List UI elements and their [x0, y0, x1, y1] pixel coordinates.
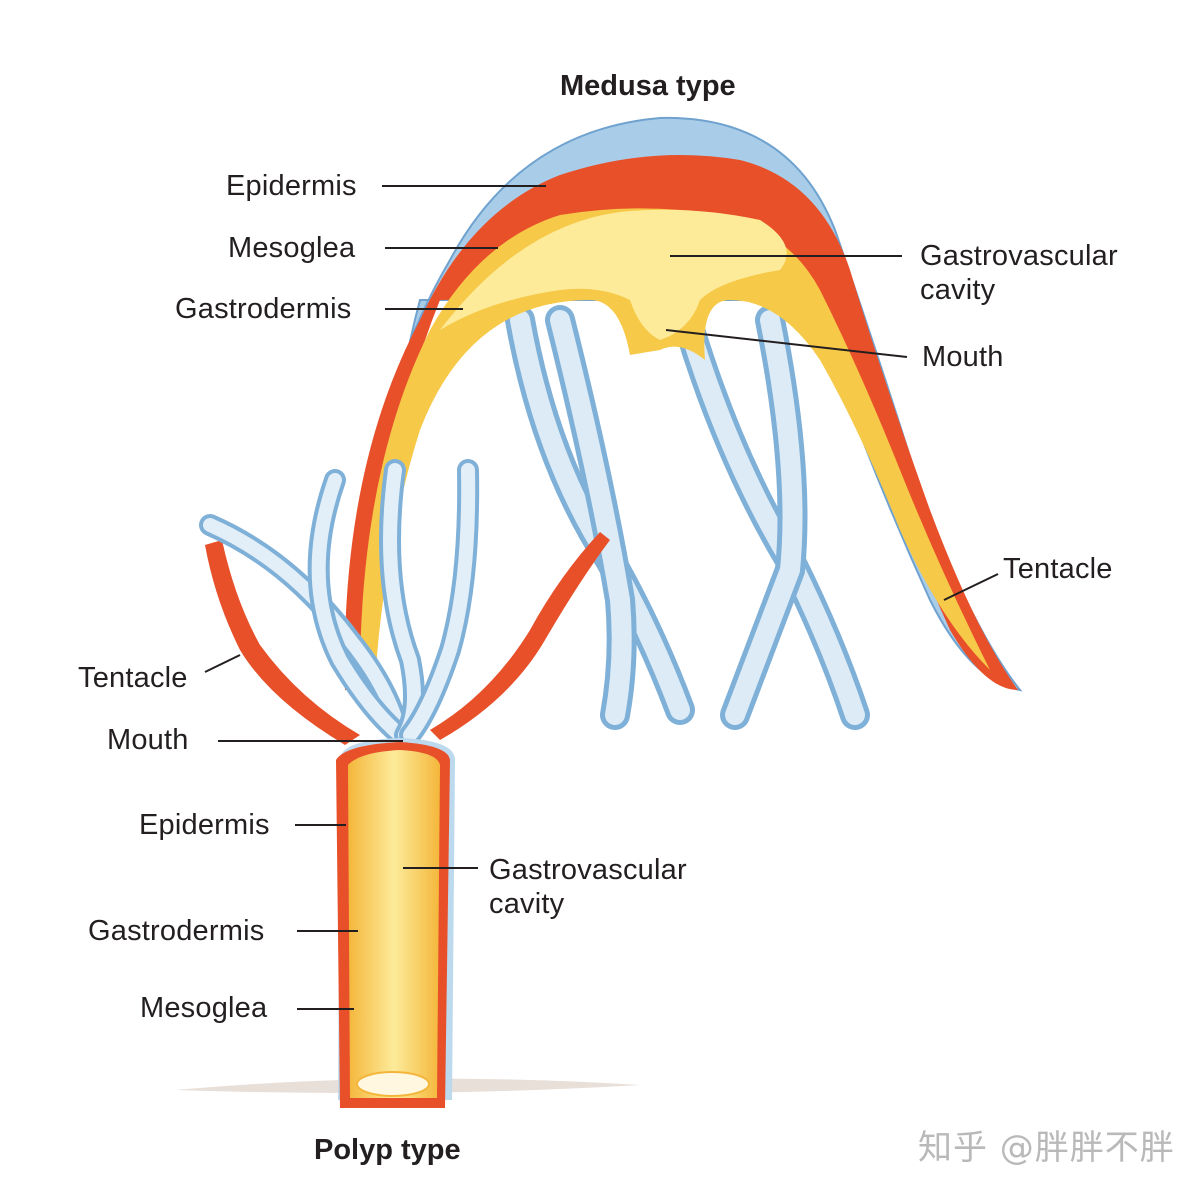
medusa-tentacles [505, 305, 870, 730]
polyp-gastrodermis-label: Gastrodermis [88, 915, 265, 947]
polyp-mouth-label: Mouth [107, 724, 189, 756]
polyp-title: Polyp type [314, 1134, 461, 1166]
medusa-tentacle-label: Tentacle [1003, 553, 1113, 585]
leader-polyp-tentacle [204, 654, 241, 673]
medusa-cavity-label-line1: Gastrovascular [920, 240, 1118, 272]
polyp-base-opening [356, 1071, 430, 1097]
polyp-cavity-label-line1: Gastrovascular [489, 854, 687, 886]
polyp-arm-left [205, 540, 360, 745]
polyp-gastrodermis [348, 750, 440, 1098]
medusa-epidermis-label: Epidermis [226, 170, 357, 202]
polyp-cavity-label-line2: cavity [489, 888, 565, 920]
medusa-cavity [440, 209, 787, 340]
polyp-illustration [199, 459, 610, 1108]
polyp-mesoglea-label: Mesoglea [140, 992, 268, 1024]
medusa-cavity-label: Gastrovascular cavity [920, 239, 1118, 307]
medusa-cavity-label-line2: cavity [920, 274, 996, 306]
polyp-epidermis-label: Epidermis [139, 809, 270, 841]
leader-medusa-tentacle [943, 573, 999, 601]
polyp-arm-right [430, 532, 610, 740]
medusa-mouth-label: Mouth [922, 341, 1004, 373]
medusa-gastrodermis [360, 208, 990, 681]
polyp-cavity-label: Gastrovascular cavity [489, 853, 687, 921]
polyp-tentacles [199, 459, 480, 746]
leader-medusa-mouth [665, 329, 908, 358]
medusa-title: Medusa type [560, 70, 736, 102]
medusa-mesoglea-label: Mesoglea [228, 232, 356, 264]
polyp-tentacle-label: Tentacle [78, 662, 188, 694]
leader-lines [204, 185, 999, 1010]
medusa-gastrodermis-label: Gastrodermis [175, 293, 352, 325]
watermark: 知乎 @胖胖不胖 [918, 1128, 1175, 1168]
